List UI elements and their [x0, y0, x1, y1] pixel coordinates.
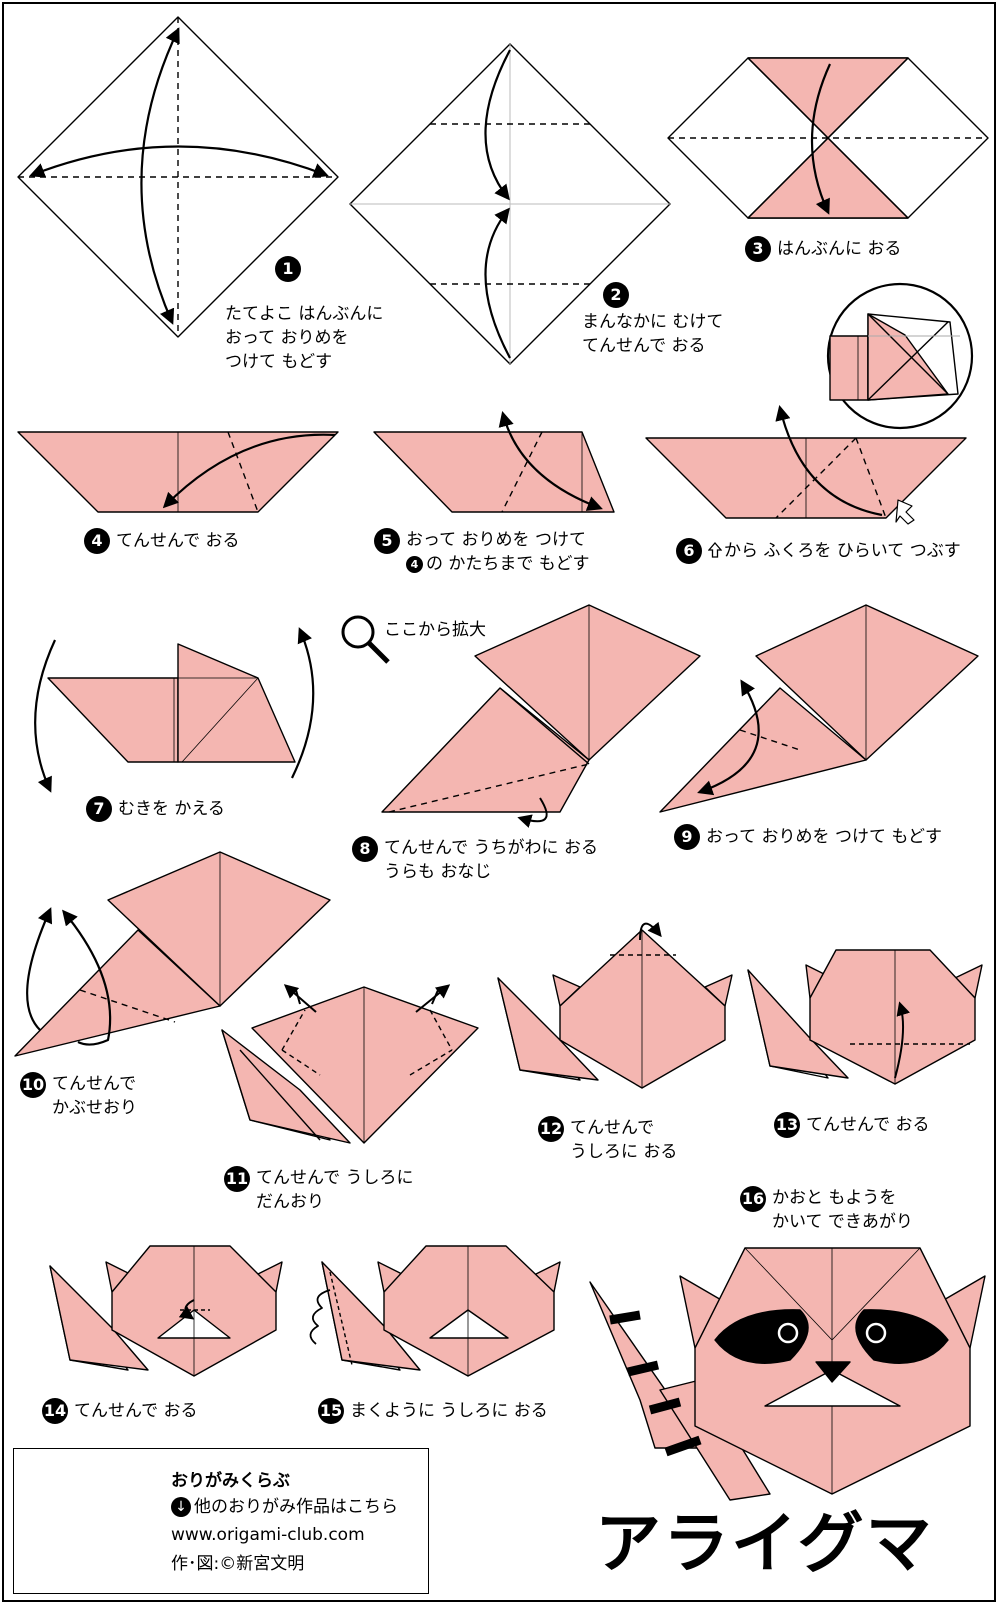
step2-diagram	[349, 43, 671, 365]
step10-diagram	[14, 851, 331, 1057]
step2-number: 2	[603, 282, 635, 308]
site-url-link[interactable]: www.origami-club.com	[171, 1525, 365, 1545]
step2-caption: まんなかに むけて てんせんで おる	[582, 312, 724, 356]
step14-diagram	[49, 1245, 283, 1377]
step9-diagram	[659, 604, 979, 813]
step7-diagram	[34, 627, 315, 793]
step12-diagram	[497, 921, 733, 1089]
down-arrow-circle-icon: ↓	[171, 1497, 191, 1517]
zoom-note: ここから拡大	[384, 620, 486, 640]
step8-diagram	[381, 604, 701, 828]
raccoon-finished	[589, 1247, 986, 1501]
step3-diagram	[667, 57, 989, 219]
more-works-link[interactable]: ↓他のおりがみ作品はこちら	[171, 1495, 398, 1519]
step5-diagram	[373, 411, 615, 513]
club-name: おりがみくらぶ	[171, 1471, 290, 1491]
step15-diagram	[309, 1245, 561, 1377]
hollow-up-arrow-icon	[707, 542, 723, 558]
footer-box: おりがみくらぶ ↓他のおりがみ作品はこちら www.origami-club.c…	[13, 1448, 429, 1594]
step11-diagram	[221, 984, 479, 1144]
step1-caption: たてよこ はんぶんに おって おりめを つけて もどす	[225, 304, 384, 372]
step1-diagram	[17, 16, 339, 338]
credit-text: 作･図:©新宮文明	[171, 1554, 305, 1574]
page-title: アライグマ	[595, 1505, 934, 1582]
step6-diagram	[645, 282, 974, 525]
step4-diagram	[17, 431, 339, 513]
magnifier-icon	[341, 615, 390, 664]
step1-number: 1	[275, 256, 307, 282]
step13-diagram	[747, 949, 983, 1085]
